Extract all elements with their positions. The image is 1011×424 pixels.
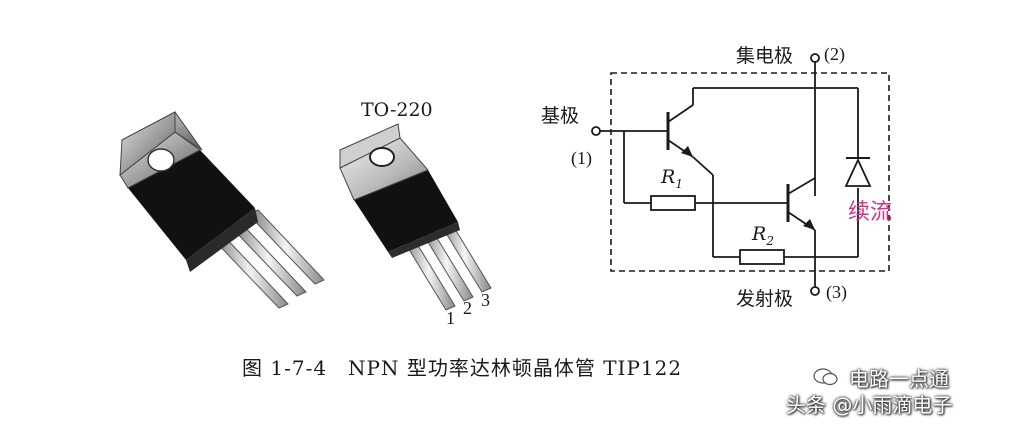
transistor-photo-right xyxy=(339,123,492,311)
transistor-photo-left xyxy=(119,111,325,309)
emitter-pin: (3) xyxy=(826,282,847,302)
emitter-label: 发射极 xyxy=(736,288,794,310)
darlington-circuit xyxy=(591,53,890,296)
package-outline xyxy=(610,72,890,272)
r2-label: R2 xyxy=(752,223,774,248)
base-label: 基极 xyxy=(541,105,580,127)
collector-label: 集电极 xyxy=(736,45,794,67)
r1-resistor xyxy=(650,195,696,211)
q2-emitter-arrow xyxy=(803,219,815,230)
figure-caption: 图 1-7-4 NPN 型功率达林顿晶体管 TIP122 xyxy=(242,356,683,380)
wechat-icon xyxy=(813,367,839,387)
r2-resistor xyxy=(739,249,785,265)
watermark-author: 头条 @小雨滴电子 xyxy=(786,393,953,417)
watermark-channel: 电路一点通 xyxy=(849,367,949,391)
base-pin: (1) xyxy=(571,148,592,168)
body-left xyxy=(128,150,255,260)
pin-number-3: 3 xyxy=(481,290,490,310)
r1-label: R1 xyxy=(661,166,683,191)
q1-emitter-arrow xyxy=(681,146,693,157)
diode-triangle xyxy=(844,157,872,187)
pin-number-2: 2 xyxy=(463,298,472,318)
pin-number-1: 1 xyxy=(446,308,455,328)
freewheel-diode-note: 续流 xyxy=(848,200,893,225)
package-label: TO-220 xyxy=(361,99,433,121)
tab-hole-left xyxy=(147,148,175,172)
body-right xyxy=(354,170,458,252)
tab-hole-right xyxy=(369,147,395,167)
collector-pin: (2) xyxy=(824,44,845,64)
